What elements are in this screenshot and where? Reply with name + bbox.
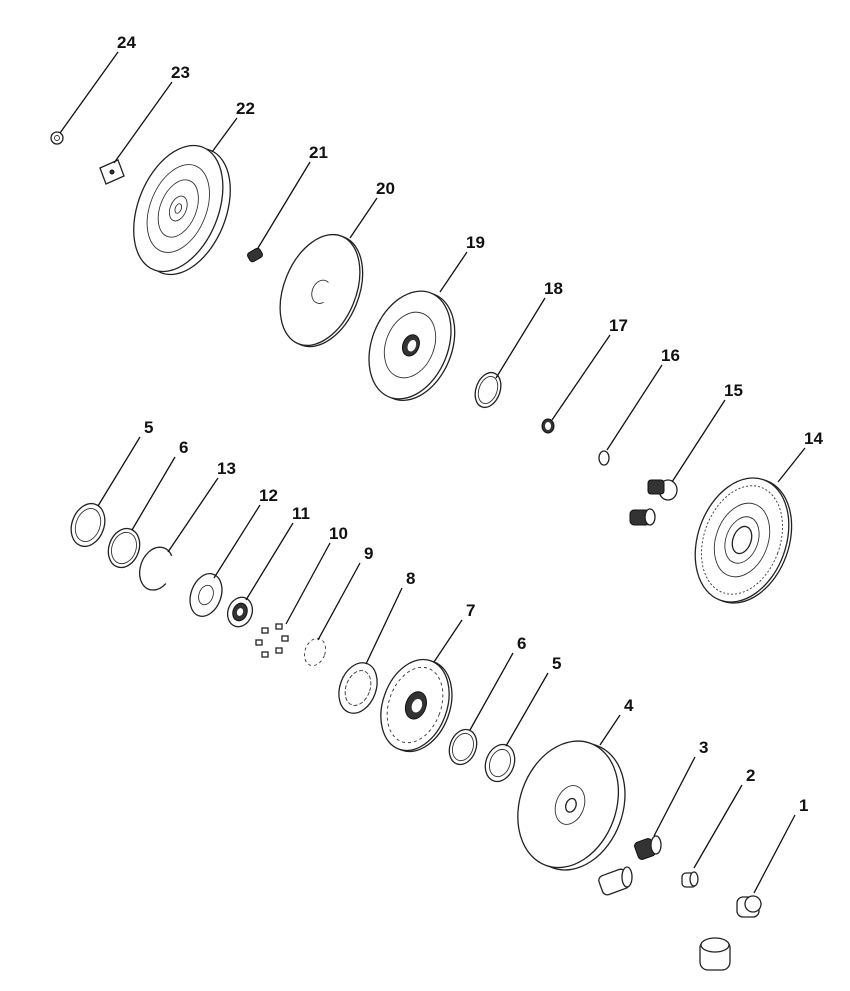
callout-4: 4 [624, 696, 634, 715]
part-10-rollers [255, 623, 289, 658]
callout-12: 12 [259, 486, 278, 505]
part-23-clip [99, 159, 125, 185]
callout-15: 15 [724, 381, 743, 400]
part-18-cam [474, 371, 502, 409]
leader-lines [59, 51, 806, 894]
callout-5-upper: 5 [144, 418, 153, 437]
part-22-cover-plate [133, 144, 231, 276]
callout-5-lower: 5 [552, 654, 561, 673]
callout-2: 2 [746, 766, 755, 785]
callout-21: 21 [309, 143, 328, 162]
callout-14: 14 [804, 429, 823, 448]
callout-18: 18 [544, 279, 563, 298]
callout-22: 22 [236, 99, 255, 118]
part-3-sleeve [598, 866, 633, 896]
callout-23: 23 [171, 63, 190, 82]
part-17-bushing [541, 418, 555, 434]
part-5-washer-upper [70, 502, 106, 548]
part-3-bushing [634, 835, 662, 860]
part-6-washer-lower [448, 728, 478, 766]
callout-1: 1 [799, 796, 808, 815]
part-16-oring [598, 450, 610, 466]
callout-11: 11 [292, 504, 310, 523]
part-14-fan-sheave [694, 477, 793, 604]
part-7-moveable-sheave [380, 658, 453, 753]
part-20-washer-plate [279, 233, 364, 348]
part-9-roller-cage [304, 637, 326, 667]
callout-8: 8 [406, 569, 415, 588]
part-13-snap-ring [139, 546, 173, 591]
part-24-nut [50, 131, 64, 145]
part-6-washer-upper [107, 527, 141, 569]
callout-17: 17 [609, 316, 628, 335]
callout-24: 24 [117, 33, 136, 52]
callout-13: 13 [217, 459, 236, 478]
callout-9: 9 [364, 544, 373, 563]
part-8-spider [338, 662, 378, 714]
part-5-washer-lower [484, 743, 516, 783]
callout-10: 10 [329, 524, 348, 543]
part-4-fixed-sheave [517, 740, 626, 871]
part-19-sheave [368, 290, 456, 401]
part-1-cap [736, 895, 762, 918]
callout-6-upper: 6 [179, 438, 188, 457]
part-15-bolts [629, 479, 678, 526]
callout-3: 3 [699, 738, 708, 757]
callout-6-lower: 6 [517, 634, 526, 653]
part-2-bushing [681, 871, 699, 888]
part-12-thrust-washer [189, 573, 223, 617]
callout-19: 19 [466, 233, 485, 252]
part-1-spacer [699, 937, 731, 971]
part-11-bearing [226, 596, 254, 628]
callout-7: 7 [466, 601, 475, 620]
callout-20: 20 [376, 179, 395, 198]
callout-16: 16 [661, 346, 680, 365]
part-21-spring [247, 247, 263, 263]
